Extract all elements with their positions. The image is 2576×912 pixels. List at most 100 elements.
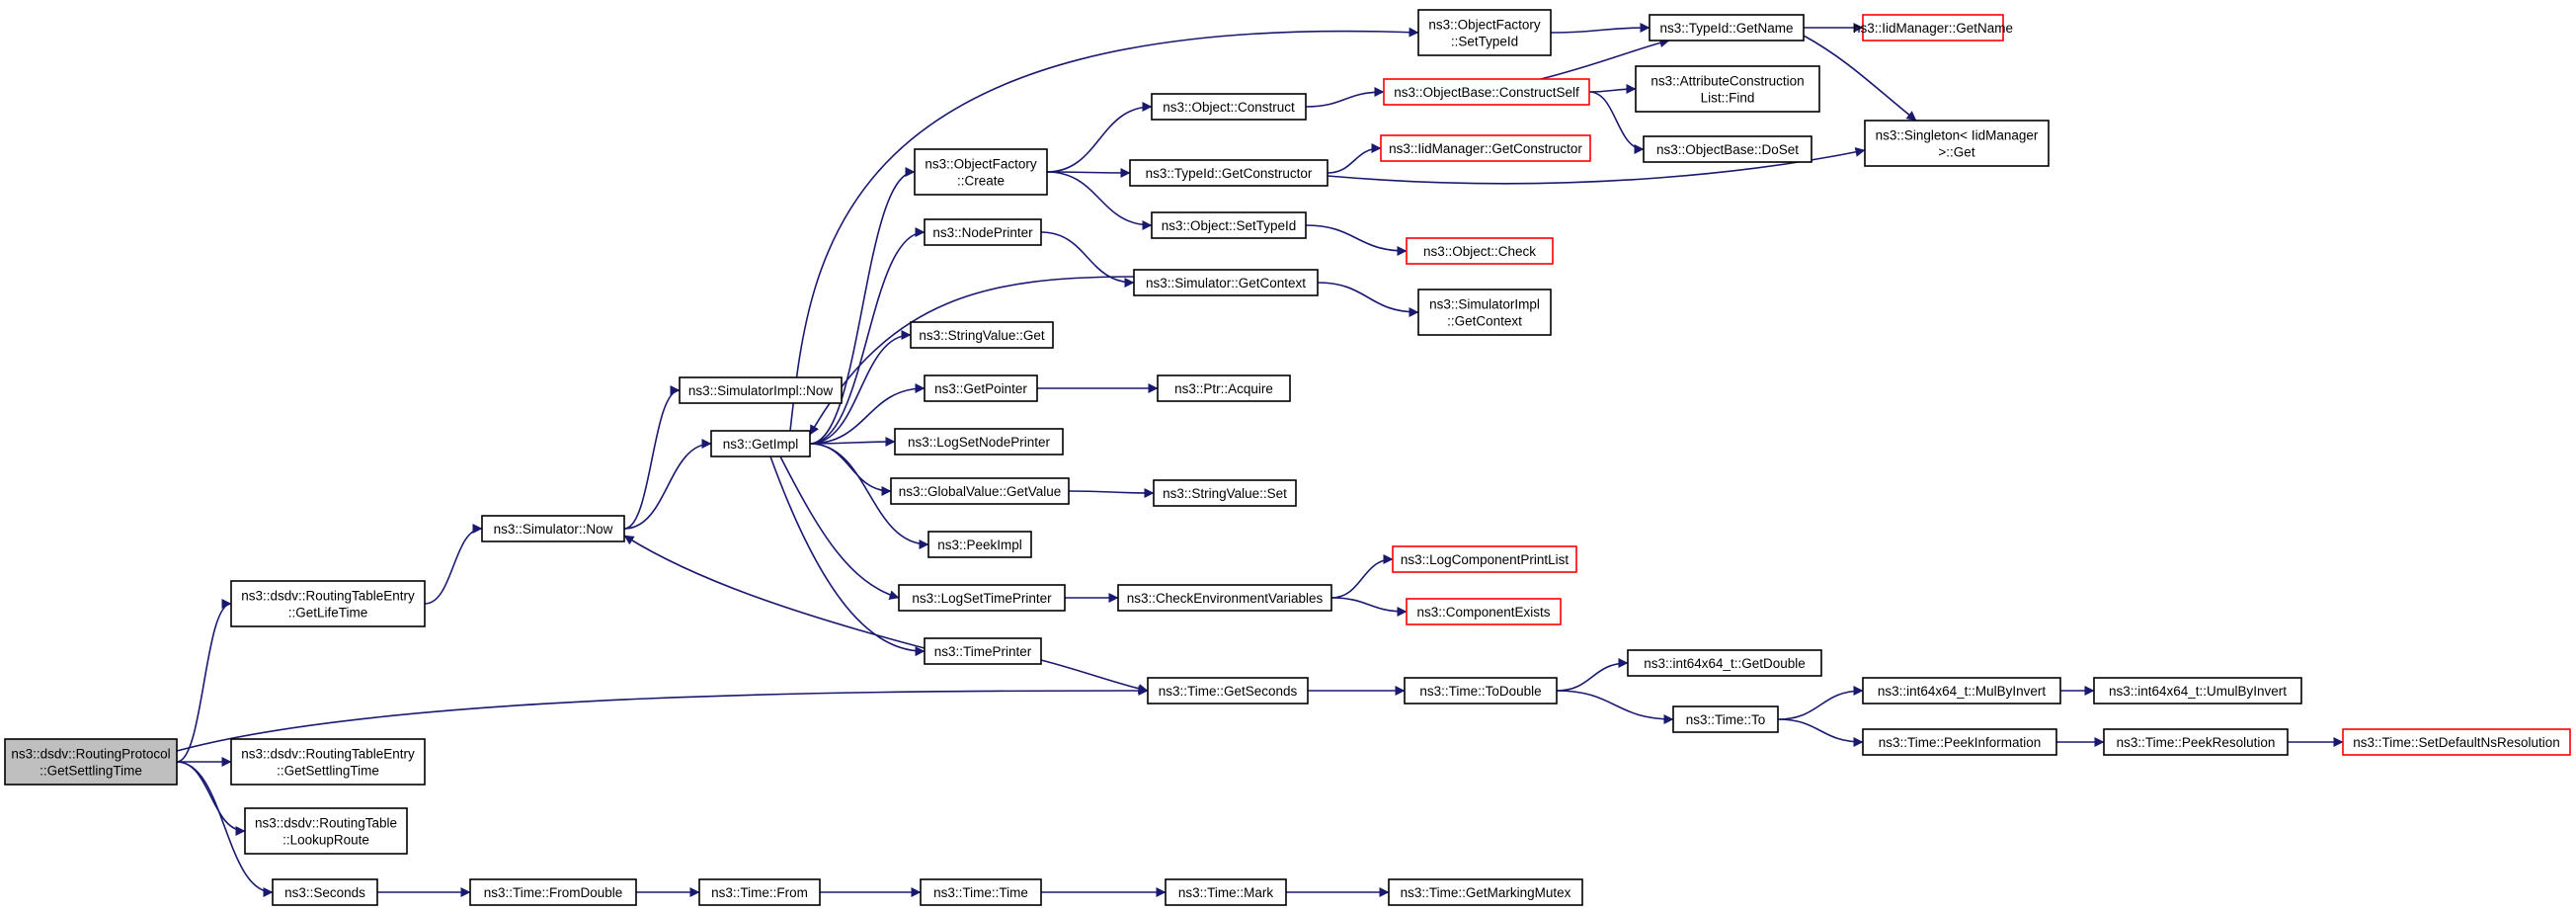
node-box [2093, 677, 2302, 705]
node-logsetnodeprinter[interactable]: ns3::LogSetNodePrinter [894, 428, 1064, 456]
node-iidmanager_getconstructor[interactable]: ns3::IidManager::GetConstructor [1380, 134, 1591, 162]
node-time_setdefaultnsresolution[interactable]: ns3::Time::SetDefaultNsResolution [2342, 728, 2571, 756]
node-time_peekresolution[interactable]: ns3::Time::PeekResolution [2103, 728, 2289, 756]
node-time_to[interactable]: ns3::Time::To [1672, 705, 1779, 733]
node-getimpl[interactable]: ns3::GetImpl [710, 430, 811, 457]
edge-checkenv-to-componentexists [1330, 597, 1408, 617]
node-time_fromdouble[interactable]: ns3::Time::FromDouble [469, 878, 637, 906]
node-seconds[interactable]: ns3::Seconds [272, 878, 378, 906]
node-label: ns3::Time::GetSeconds [1159, 684, 1298, 699]
node-box [1383, 78, 1590, 106]
node-sim_getcontext[interactable]: ns3::Simulator::GetContext [1133, 269, 1319, 296]
edge-typeid_getconstructor-to-iidmanager_getconstructor [1327, 143, 1382, 174]
node-object_settypeid[interactable]: ns3::Object::SetTypeId [1151, 211, 1307, 239]
node-simimpl_now[interactable]: ns3::SimulatorImpl::Now [679, 376, 843, 404]
node-peekimpl[interactable]: ns3::PeekImpl [927, 531, 1032, 558]
node-time_peekinformation[interactable]: ns3::Time::PeekInformation [1862, 728, 2057, 756]
node-int64_umulbyinvert[interactable]: ns3::int64x64_t::UmulByInvert [2093, 677, 2302, 705]
node-objectbase_doset[interactable]: ns3::ObjectBase::DoSet [1643, 135, 1812, 163]
node-label: ns3::Object::Construct [1163, 100, 1295, 115]
edge-root-to-rte_getlifetime [176, 599, 232, 763]
node-of_settypeid[interactable]: ns3::ObjectFactory::SetTypeId [1417, 9, 1552, 56]
node-checkenv[interactable]: ns3::CheckEnvironmentVariables [1117, 584, 1332, 612]
edge-of_create-to-typeid_getconstructor [1046, 167, 1131, 178]
node-stringvalue_set[interactable]: ns3::StringValue::Set [1153, 479, 1297, 507]
node-box [894, 428, 1064, 456]
node-label: ns3::AttributeConstruction [1650, 74, 1804, 89]
node-time_getmarkingmutex[interactable]: ns3::Time::GetMarkingMutex [1388, 878, 1583, 906]
node-typeid_getname[interactable]: ns3::TypeId::GetName [1649, 14, 1805, 41]
node-box [1635, 65, 1820, 113]
edge-sim_now-to-getimpl [623, 439, 712, 530]
node-singleton_get[interactable]: ns3::Singleton< IidManager >::Get [1864, 120, 2050, 167]
node-componentexists[interactable]: ns3::ComponentExists [1406, 598, 1562, 625]
node-time_from[interactable]: ns3::Time::From [698, 878, 821, 906]
edge-getimpl-to-globalvalue_getvalue [809, 443, 892, 496]
node-iidmanager_getname[interactable]: ns3::IidManager::GetName [1853, 14, 2013, 41]
node-box [920, 878, 1042, 906]
edge-checkenv-to-logcomponentprintlist [1330, 554, 1394, 599]
edge-getimpl-to-logsetnodeprinter [809, 437, 896, 448]
node-int64_mulbyinvert[interactable]: ns3::int64x64_t::MulByInvert [1862, 677, 2061, 705]
edge-sim_getcontext-to-getimpl [809, 276, 1135, 436]
node-box [272, 878, 378, 906]
node-label: ns3::LogSetNodePrinter [908, 435, 1051, 450]
node-box [1388, 878, 1583, 906]
node-box [898, 584, 1066, 612]
node-box [924, 218, 1042, 246]
node-label: >::Get [1938, 145, 1974, 160]
node-int64_getdouble[interactable]: ns3::int64x64_t::GetDouble [1627, 649, 1822, 677]
node-label: ns3::dsdv::RoutingTableEntry [241, 589, 415, 604]
node-label: ns3::Time::Time [933, 885, 1028, 900]
edge-of_settypeid-to-typeid_getname [1550, 23, 1650, 34]
node-globalvalue_getvalue[interactable]: ns3::GlobalValue::GetValue [890, 477, 1070, 505]
node-getpointer[interactable]: ns3::GetPointer [924, 374, 1038, 402]
node-nodeprinter[interactable]: ns3::NodePrinter [924, 218, 1042, 246]
node-time_mark[interactable]: ns3::Time::Mark [1165, 878, 1287, 906]
node-root[interactable]: ns3::dsdv::RoutingProtocol::GetSettlingT… [4, 738, 178, 786]
node-rte_getsettlingtime[interactable]: ns3::dsdv::RoutingTableEntry::GetSettlin… [230, 738, 426, 786]
node-label: ns3::Ptr::Acquire [1174, 381, 1273, 396]
edge-getimpl-to-peekimpl [809, 443, 929, 549]
node-label: ns3::Time::PeekInformation [1879, 735, 2042, 750]
node-typeid_getconstructor[interactable]: ns3::TypeId::GetConstructor [1129, 159, 1328, 187]
node-label: ns3::ObjectBase::DoSet [1656, 142, 1799, 157]
edge-time_to-to-int64_mulbyinvert [1777, 686, 1864, 720]
edge-layer [176, 23, 2344, 897]
node-rt_lookuproute[interactable]: ns3::dsdv::RoutingTable::LookupRoute [244, 807, 408, 855]
node-stringvalue_get[interactable]: ns3::StringValue::Get [910, 321, 1054, 349]
node-label: ns3::GlobalValue::GetValue [899, 484, 1062, 499]
node-label: ns3::Object::SetTypeId [1162, 218, 1297, 233]
edge-time_to-to-time_peekinformation [1777, 718, 1864, 747]
node-time_getseconds[interactable]: ns3::Time::GetSeconds [1147, 677, 1309, 705]
node-box [914, 148, 1048, 196]
node-label: ns3::dsdv::RoutingTable [255, 816, 397, 831]
edge-objectbase_constructself-to-typeid_getname [1540, 38, 1670, 80]
node-logsettimeprinter[interactable]: ns3::LogSetTimePrinter [898, 584, 1066, 612]
node-box [481, 515, 625, 542]
node-object_construct[interactable]: ns3::Object::Construct [1151, 93, 1307, 121]
node-box [1649, 14, 1805, 41]
node-timeprinter[interactable]: ns3::TimePrinter [924, 637, 1042, 665]
node-simimpl_getcontext[interactable]: ns3::SimulatorImpl::GetContext [1417, 289, 1552, 336]
node-logcomponentprintlist[interactable]: ns3::LogComponentPrintList [1392, 545, 1577, 573]
node-of_create[interactable]: ns3::ObjectFactory::Create [914, 148, 1048, 196]
node-rte_getlifetime[interactable]: ns3::dsdv::RoutingTableEntry::GetLifeTim… [230, 580, 426, 627]
edge-timeprinter-to-sim_now [623, 535, 926, 649]
edge-nodeprinter-to-sim_getcontext [1040, 231, 1135, 288]
node-label: ns3::GetImpl [723, 437, 799, 452]
edge-sim_getcontext-to-simimpl_getcontext [1317, 282, 1419, 317]
node-object_check[interactable]: ns3::Object::Check [1406, 237, 1554, 265]
node-objectbase_constructself[interactable]: ns3::ObjectBase::ConstructSelf [1383, 78, 1590, 106]
node-ptr_acquire[interactable]: ns3::Ptr::Acquire [1157, 374, 1291, 402]
edge-objectbase_constructself-to-attrconstructionlist_find [1588, 84, 1637, 95]
node-label: ns3::IidManager::GetName [1853, 21, 2013, 36]
edge-root-to-time_getseconds [176, 686, 1149, 752]
node-sim_now[interactable]: ns3::Simulator::Now [481, 515, 625, 542]
node-time_todouble[interactable]: ns3::Time::ToDouble [1404, 677, 1558, 705]
node-time_time[interactable]: ns3::Time::Time [920, 878, 1042, 906]
node-label: ::SetTypeId [1451, 35, 1518, 49]
node-label: List::Find [1701, 91, 1755, 106]
node-label: ns3::Time::GetMarkingMutex [1401, 885, 1571, 900]
